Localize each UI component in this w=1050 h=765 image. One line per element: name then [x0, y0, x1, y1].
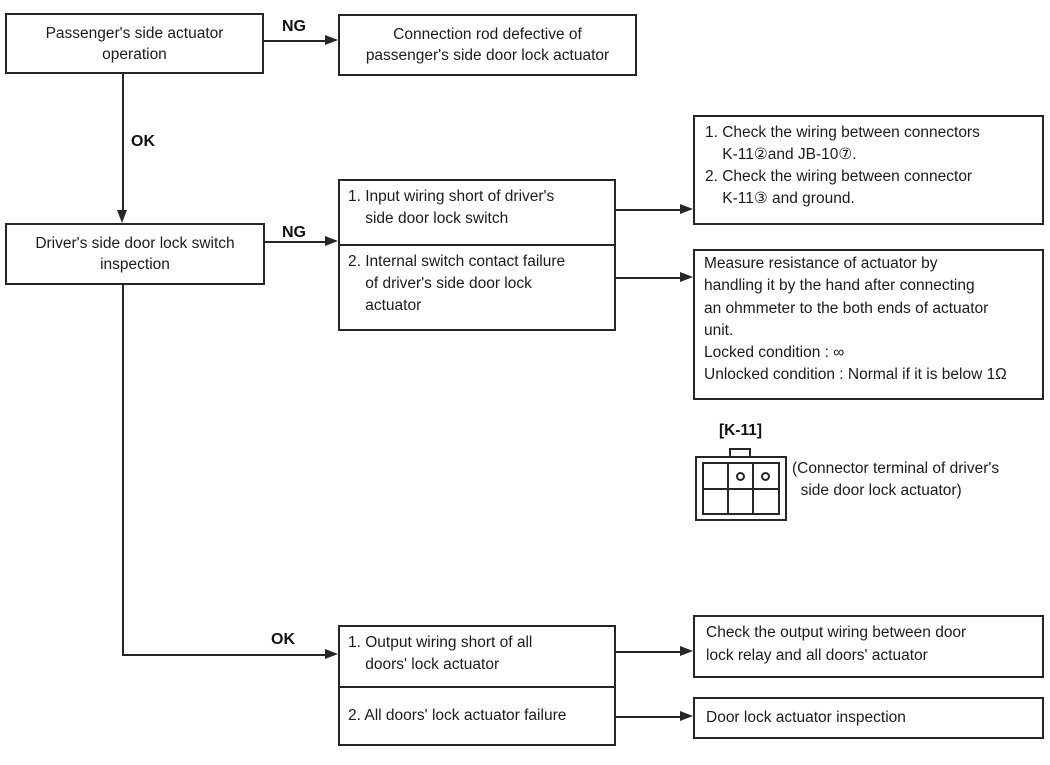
check-wiring-box: 1. Check the wiring between connectors K… [693, 115, 1044, 225]
passenger-actuator-operation-text: Passenger's side actuator operation [45, 24, 224, 63]
check-output-wiring-text: Check the output wiring between door loc… [706, 624, 967, 664]
connector-grid-divider-h [704, 488, 778, 490]
connector-terminal-grid [702, 462, 780, 515]
door-lock-inspection-text: Door lock actuator inspection [706, 709, 906, 726]
arrow-ok-bottom-hline [122, 654, 325, 656]
arrow-to-door-inspection-line [616, 716, 680, 718]
arrow-to-check-wiring-head [680, 204, 693, 214]
arrow-ok-bottom-head [325, 649, 338, 659]
arrow-ok-top-head [117, 210, 127, 223]
ok-causes-box: 1. Output wiring short of all doors' loc… [338, 625, 616, 746]
measure-resistance-box: Measure resistance of actuator by handli… [693, 249, 1044, 400]
arrow-to-check-output-line [616, 651, 680, 653]
ok-cause-2: 2. All doors' lock actuator failure [348, 707, 567, 724]
connector-k11-label: [K-11] [718, 422, 763, 439]
arrow-to-check-output-head [680, 646, 693, 656]
arrow-to-measure-head [680, 272, 693, 282]
ok-label-top: OK [131, 133, 155, 150]
connection-rod-defective-text: Connection rod defective of passenger's … [365, 26, 610, 64]
ng-label-mid: NG [282, 224, 306, 241]
arrow-ng-top-line [264, 40, 325, 42]
ng-cause-2: 2. Internal switch contact failure of dr… [348, 253, 566, 314]
ok-cause-1: 1. Output wiring short of all doors' loc… [340, 627, 614, 688]
connector-tab [729, 448, 751, 458]
arrow-to-measure-line [616, 277, 680, 279]
arrow-ng-top-head [325, 35, 338, 45]
arrow-ng-mid-head [325, 236, 338, 246]
arrow-to-door-inspection-head [680, 711, 693, 721]
driver-switch-inspection-text: Driver's side door lock switch inspectio… [35, 235, 235, 273]
check-wiring-text: 1. Check the wiring between connectors K… [705, 124, 980, 207]
arrow-to-check-wiring-line [616, 209, 680, 211]
connection-rod-defective-box: Connection rod defective of passenger's … [338, 14, 637, 76]
check-output-wiring-box: Check the output wiring between door loc… [693, 615, 1044, 678]
passenger-actuator-operation-box: Passenger's side actuator operation [5, 13, 264, 74]
door-lock-inspection-box: Door lock actuator inspection [693, 697, 1044, 739]
ng-causes-box: 1. Input wiring short of driver's side d… [338, 179, 616, 331]
ok-label-bottom: OK [271, 631, 295, 648]
measure-resistance-text: Measure resistance of actuator by handli… [704, 255, 1007, 384]
ng-cause-1: 1. Input wiring short of driver's side d… [340, 181, 614, 246]
arrow-ng-mid-line [265, 241, 325, 243]
connector-caption: (Connector terminal of driver's side doo… [792, 460, 1000, 499]
terminal-pin-3-icon [761, 472, 770, 481]
ng-label-top: NG [282, 18, 306, 35]
arrow-ok-top-line [122, 74, 124, 211]
terminal-pin-2-icon [736, 472, 745, 481]
arrow-ok-bottom-vline [122, 285, 124, 656]
driver-switch-inspection-box: Driver's side door lock switch inspectio… [5, 223, 265, 285]
